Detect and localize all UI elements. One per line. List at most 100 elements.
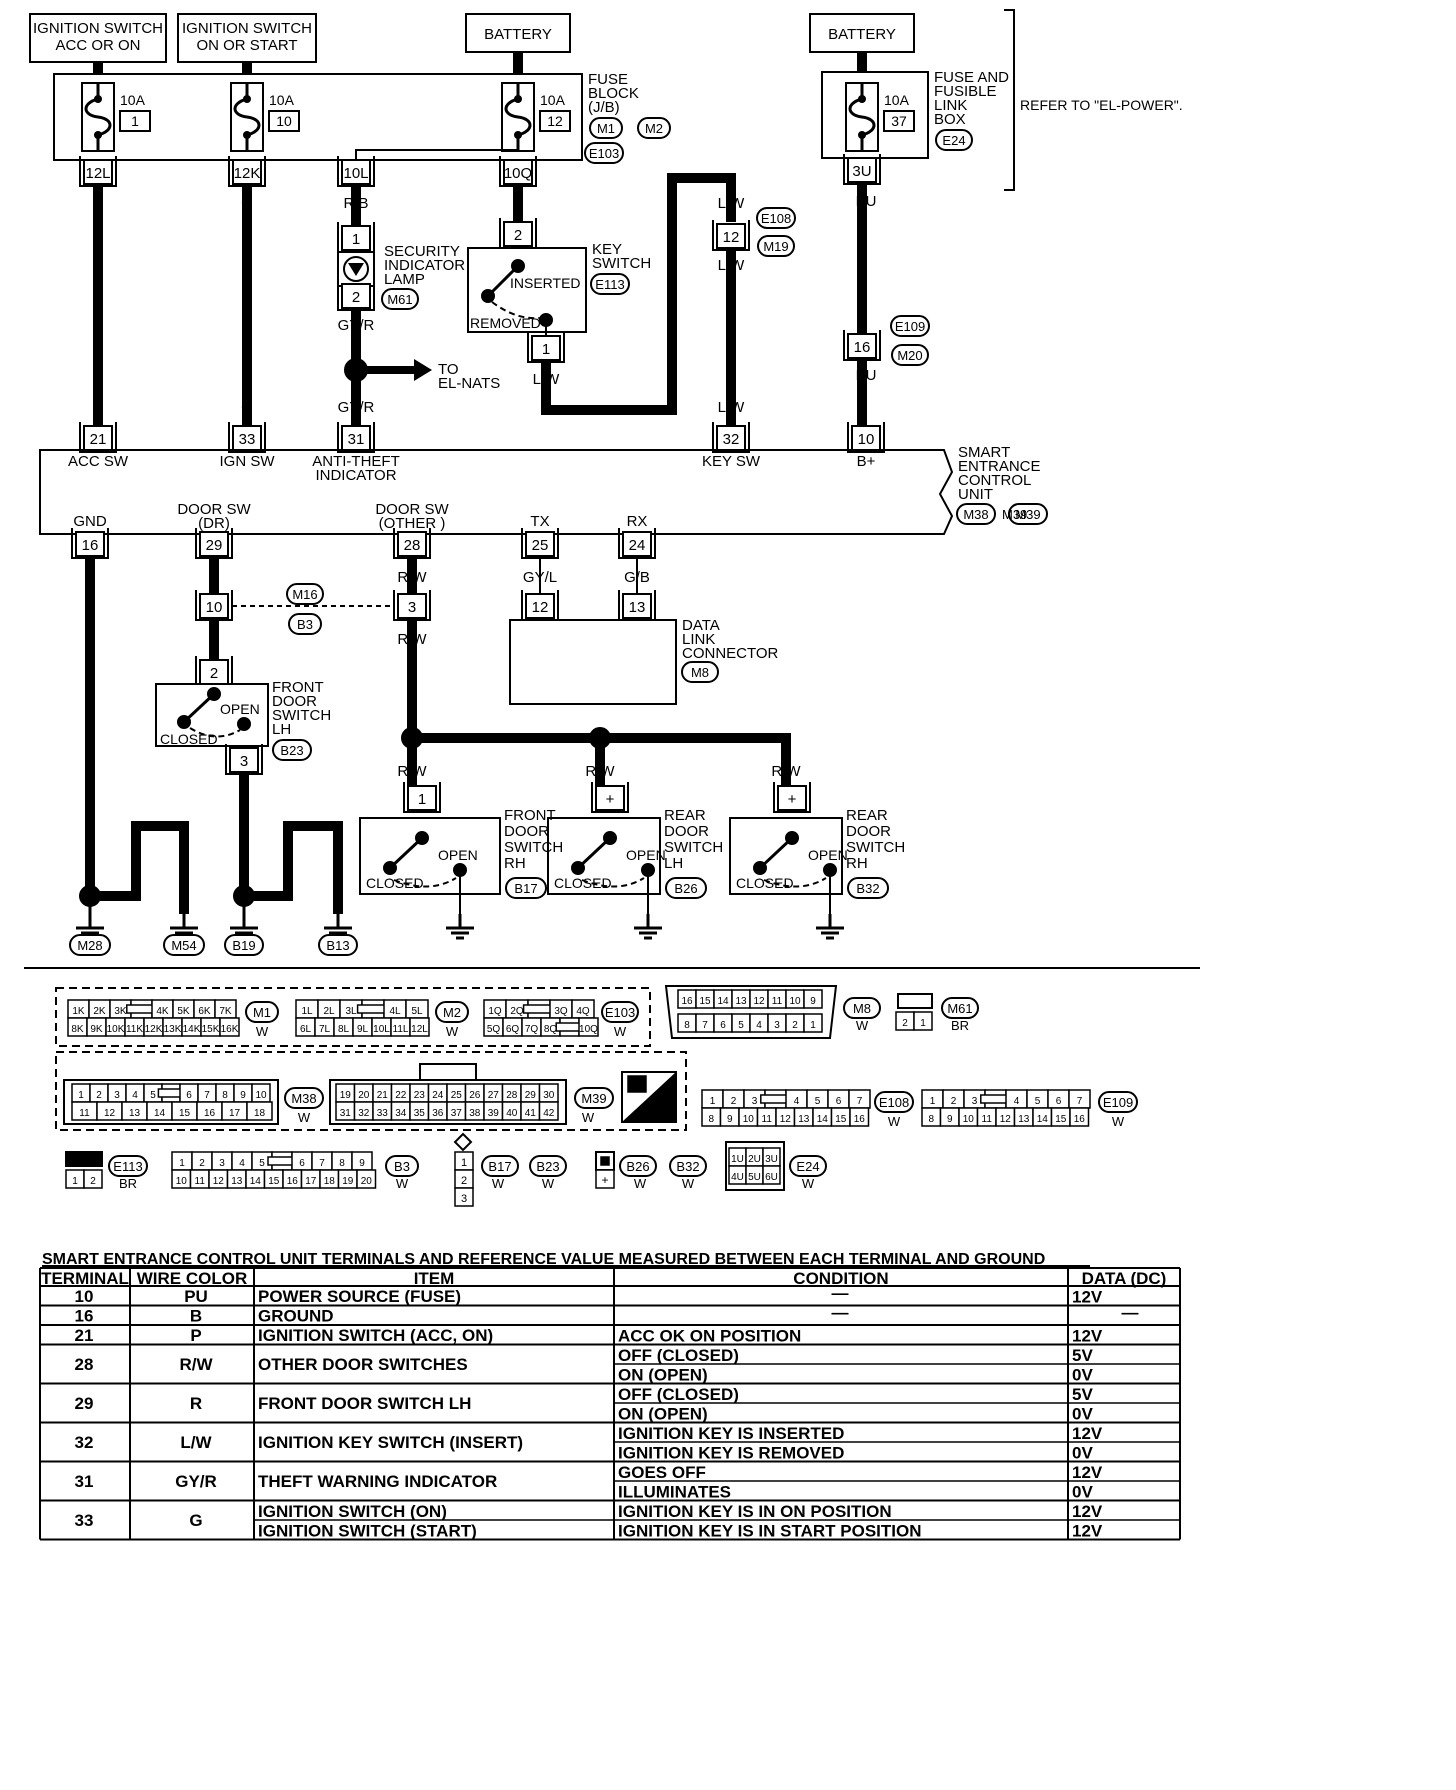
connector-tag — [272, 739, 312, 761]
connector-tag-label: E103 — [589, 146, 619, 161]
e113-pin — [83, 1169, 103, 1189]
connector-pin-number: 5 — [1035, 1096, 1041, 1107]
connector-pin-number: 1 — [710, 1096, 716, 1107]
m8-pin — [803, 1013, 823, 1033]
table-condition-cell: ON (OPEN) — [618, 1366, 708, 1385]
table-data-cell: 12V — [1072, 1424, 1103, 1443]
terminal-10Q — [503, 159, 533, 185]
connector-tag — [288, 613, 322, 635]
wire-color-label: R/W — [397, 763, 427, 780]
connector-tag-label: B3 — [394, 1159, 410, 1174]
table-condition-cell: IGNITION KEY IS IN START POSITION — [618, 1522, 922, 1541]
connector-tag-label: M61 — [387, 292, 412, 307]
switch-travel — [393, 877, 457, 888]
b26-connector-key — [600, 1156, 610, 1166]
fuse-pin — [858, 131, 866, 139]
removed-label: REMOVED — [470, 315, 541, 331]
terminal-function-label: TX — [530, 513, 549, 530]
connector-pin-number: 15 — [1055, 1114, 1067, 1125]
connector-tag-label: M19 — [763, 239, 788, 254]
fuse-pin — [243, 95, 251, 103]
terminal-number: 13 — [629, 599, 646, 616]
table-wire-cell: G — [189, 1511, 202, 1530]
connector-pin-number: 26 — [469, 1090, 481, 1101]
ignition-acc-box — [29, 13, 167, 63]
wire-color-label: GY/R — [338, 399, 375, 416]
connector-tag — [935, 129, 973, 151]
terminal-function-label: INDICATOR — [315, 467, 396, 484]
connector-pin-number: 19 — [340, 1090, 352, 1101]
terminal-number: 12 — [532, 599, 549, 616]
terminal-number: 3 — [408, 599, 416, 616]
control-unit-terminal — [232, 425, 262, 451]
connector-pin-number: 1 — [78, 1090, 84, 1101]
connector-tag-label: M2 — [443, 1005, 461, 1020]
connector-pin-number: 4Q — [576, 1006, 590, 1017]
table-condition-cell: ON (OPEN) — [618, 1405, 708, 1424]
terminal-number: 24 — [629, 537, 646, 554]
switch-blade — [388, 836, 424, 870]
connector-tag-label: M61 — [947, 1001, 972, 1016]
fuse-icon — [233, 83, 261, 151]
connector-pin-number: 18 — [324, 1176, 336, 1187]
connector-pin-number: 18 — [254, 1108, 266, 1119]
table-condition-cell: IGNITION KEY IS IN ON POSITION — [618, 1502, 892, 1521]
connector-tag — [589, 117, 623, 139]
connector-tag — [843, 997, 881, 1019]
terminal-number: 2 — [352, 289, 360, 306]
connector-tag — [757, 235, 795, 257]
switch-name: RH — [846, 855, 868, 872]
terminal-number: 29 — [206, 537, 223, 554]
connector-tag-label: M39 — [1015, 507, 1040, 522]
fuse-number: 12 — [547, 113, 563, 129]
connector-tag-label: M38 — [291, 1091, 316, 1106]
table-condition-cell: IGNITION KEY IS REMOVED — [618, 1444, 844, 1463]
terminal-number: 21 — [90, 431, 107, 448]
connector-pin-number: 41 — [525, 1108, 537, 1119]
control-unit-name: ENTRANCE — [958, 458, 1041, 475]
wire-color-label: R/W — [585, 763, 615, 780]
m38-pin — [246, 1101, 273, 1121]
terminal-function-label: GND — [73, 513, 107, 530]
terminal-number: 31 — [348, 431, 365, 448]
table-header-cell: WIRE COLOR — [137, 1269, 248, 1288]
connector-pin-number: 5 — [815, 1096, 821, 1107]
table-wire-cell: L/W — [180, 1433, 212, 1452]
switch-contact — [641, 863, 655, 877]
connector-color: BR — [951, 1018, 969, 1033]
terminal-function-label: DOOR SW — [177, 501, 251, 518]
connector-pin-number: 15 — [835, 1114, 847, 1125]
connector-tag-label: E24 — [942, 133, 965, 148]
fuse-number-box — [539, 110, 571, 132]
open-label: OPEN — [808, 847, 848, 863]
connector-pin-number: 3 — [774, 1020, 780, 1031]
table-header-cell: CONDITION — [793, 1269, 888, 1288]
connector-pin-number: 15 — [179, 1108, 191, 1119]
connector-color: W — [682, 1176, 695, 1191]
connector-pin-number: 12 — [780, 1114, 792, 1125]
table-data-cell: 12V — [1072, 1522, 1103, 1541]
connector-pin-number: 1 — [461, 1157, 467, 1169]
connector-pin-number: 12K — [145, 1024, 163, 1035]
closed-label: CLOSED — [366, 875, 424, 891]
connector-pin-number: 16 — [681, 996, 693, 1007]
switch-name: FRONT — [272, 679, 324, 696]
connector-tag — [584, 142, 624, 164]
connector-group-frame — [55, 1051, 687, 1131]
wire-B-ground — [100, 821, 189, 914]
connector-pin-number: 1 — [72, 1176, 78, 1187]
connector-pin-number: 7 — [702, 1020, 708, 1031]
table-condition-cell: GOES OFF — [618, 1463, 706, 1482]
to-nats-label: EL-NATS — [438, 375, 500, 392]
connector-pin-number: 4 — [756, 1020, 762, 1031]
fuse-amp: 10A — [884, 92, 910, 108]
connector-tag — [756, 207, 796, 229]
battery-label: BATTERY — [484, 26, 552, 43]
table-wire-cell: R/W — [179, 1355, 213, 1374]
connector-tag-label: M16 — [292, 587, 317, 602]
terminal-bracket — [527, 332, 565, 363]
fusible-box-label: FUSE AND — [934, 69, 1009, 86]
connector-tag — [601, 1001, 639, 1023]
closed-label: CLOSED — [160, 731, 218, 747]
